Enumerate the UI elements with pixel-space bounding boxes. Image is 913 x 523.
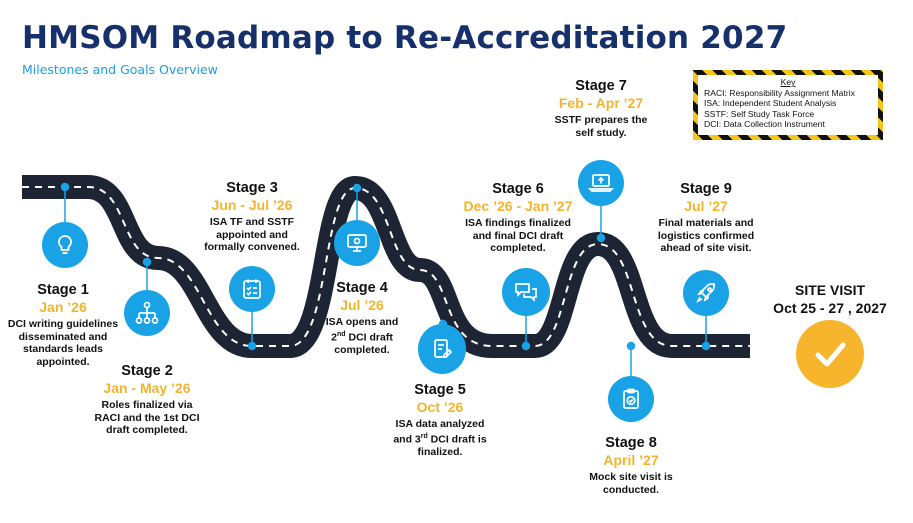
stage-date: Oct ’26 xyxy=(416,399,464,415)
key-item: DCI: Data Collection Instrument xyxy=(704,119,825,129)
chat-bubbles-icon xyxy=(515,283,537,303)
stage-2-circle xyxy=(124,290,170,336)
road-dot xyxy=(521,341,531,351)
stage-name: Stage 1 xyxy=(37,282,89,298)
key-item: SSTF: Self Study Task Force xyxy=(704,108,815,119)
stage-name: Stage 3 xyxy=(226,180,278,196)
stage-date: April ’27 xyxy=(603,452,659,468)
stage-description: ISA opens and 2nd DCI draft completed. xyxy=(325,316,399,356)
stage-2-label: Stage 2 Jan - May ’26 Roles finalized vi… xyxy=(77,363,217,437)
site-visit-title: SITE VISIT xyxy=(794,282,866,298)
stage-9-circle xyxy=(683,270,729,316)
road-dot xyxy=(596,233,606,243)
road-dot xyxy=(247,341,257,351)
stage-date: Jun - Jul ’26 xyxy=(211,197,293,213)
rocket-icon xyxy=(696,283,715,303)
stage-3-circle xyxy=(229,266,275,312)
stage-name: Stage 7 xyxy=(575,78,627,94)
monitor-icon xyxy=(347,234,367,252)
stage-name: Stage 5 xyxy=(414,382,466,398)
stage-4-label: Stage 4 Jul ’26 ISA opens and 2nd DCI dr… xyxy=(307,280,417,356)
checkmark-icon xyxy=(815,342,846,367)
site-visit-date: Oct 25 - 27 , 2027 xyxy=(773,300,887,316)
stage-description: ISA data analyzed and 3rd DCI draft is f… xyxy=(393,418,487,458)
stage-name: Stage 4 xyxy=(336,280,388,296)
clipboard-check-icon xyxy=(623,388,639,409)
laptop-upload-icon xyxy=(588,174,614,192)
key-title: Key xyxy=(780,77,796,87)
site-visit-label: SITE VISIT Oct 25 - 27 , 2027 xyxy=(773,282,887,317)
checklist-icon xyxy=(243,279,261,299)
road-dot xyxy=(142,257,152,267)
lightbulb-icon xyxy=(58,235,72,254)
stage-date: Dec ’26 - Jan ’27 xyxy=(463,198,573,214)
stage-name: Stage 2 xyxy=(121,363,173,379)
stage-name: Stage 9 xyxy=(680,181,732,197)
road-dot xyxy=(352,183,362,193)
key-box: Key RACI: Responsibility Assignment Matr… xyxy=(693,70,883,140)
stage-date: Jan ’26 xyxy=(39,299,87,315)
road-dot xyxy=(60,182,70,192)
stage-1-circle xyxy=(42,222,88,268)
stage-date: Jul ’27 xyxy=(684,198,728,214)
page-title: HMSOM Roadmap to Re-Accreditation 2027 xyxy=(22,20,788,56)
page-subtitle: Milestones and Goals Overview xyxy=(22,62,218,77)
stage-5-label: Stage 5 Oct ’26 ISA data analyzed and 3r… xyxy=(380,382,500,458)
site-visit-circle xyxy=(796,320,864,388)
road-dot xyxy=(701,341,711,351)
stage-5-circle xyxy=(418,324,466,374)
stage-name: Stage 6 xyxy=(492,181,544,197)
stage-4-circle xyxy=(334,220,380,266)
document-edit-icon xyxy=(434,339,453,358)
stage-6-label: Stage 6 Dec ’26 - Jan ’27 ISA findings f… xyxy=(448,181,588,255)
stage-date: Feb - Apr ’27 xyxy=(558,95,644,111)
key-item: RACI: Responsibility Assignment Matrix xyxy=(704,87,855,98)
road-dot xyxy=(626,341,636,351)
key-content: Key RACI: Responsibility Assignment Matr… xyxy=(698,75,878,135)
key-item: ISA: Independent Student Analysis xyxy=(704,98,837,108)
stage-7-circle xyxy=(578,160,624,206)
stage-date: Jan - May ’26 xyxy=(103,380,191,396)
stage-date: Jul ’26 xyxy=(340,297,384,313)
stage-6-circle xyxy=(502,268,550,316)
road-center-line xyxy=(22,186,750,347)
stage-name: Stage 8 xyxy=(605,435,657,451)
stage-8-circle xyxy=(608,376,654,422)
org-chart-icon xyxy=(135,301,159,324)
